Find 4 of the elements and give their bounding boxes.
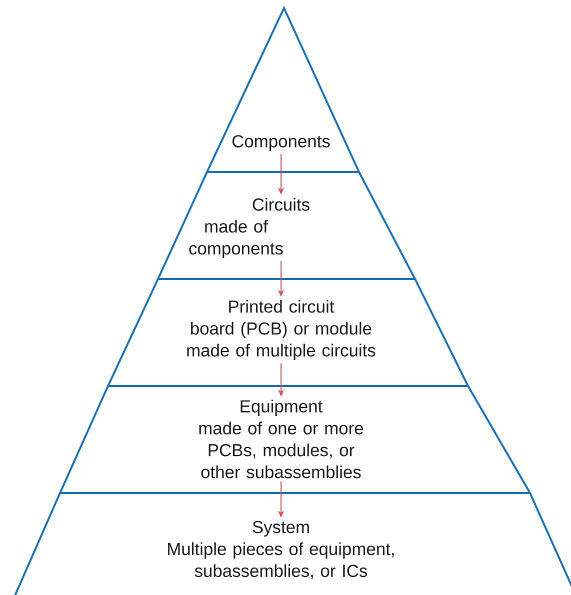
pyramid-tier: Circuits made of components [156,172,417,280]
pyramid-tier: Equipment made of one or more PCBs, modules, or other subassemblies [58,385,532,494]
pyramid-tier: Printed circuit board (PCB) or module made of multiple circuits [106,278,470,387]
pyramid-tier: System Multiple pieces of equipment, subassemblies, or ICs [12,492,571,595]
